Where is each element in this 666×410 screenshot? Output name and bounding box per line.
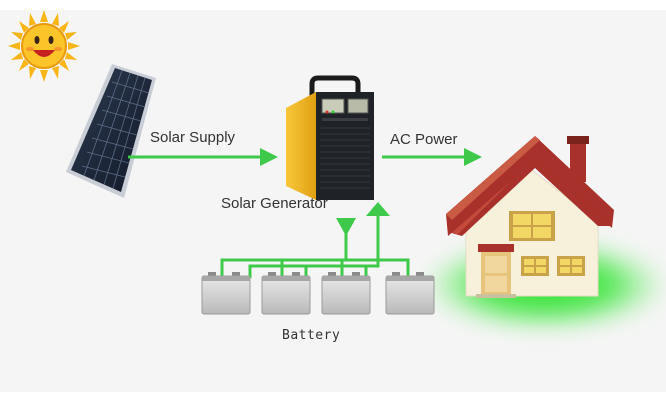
upper-window [509,211,555,241]
sun-icon [8,10,80,82]
solar-generator-icon [286,75,374,200]
battery-icon [201,272,251,315]
battery-wiring [220,214,410,278]
solar-panel-icon [66,64,156,198]
lower-window-left [521,256,549,276]
solar-supply-label: Solar Supply [150,129,236,146]
lower-window-right [557,256,585,276]
up-arrow [366,202,390,216]
battery-label: Battery [282,328,341,343]
bottom-border [0,392,666,410]
door [476,244,516,298]
battery-icon [261,272,311,315]
ac-power-arrow [382,148,482,166]
solar-supply-arrow [128,148,278,166]
house-icon [446,136,614,298]
solar-generator-label: Solar Generator [221,195,328,212]
top-border [0,0,666,10]
battery-icon [385,272,435,315]
down-arrow [336,218,356,236]
battery-icon [321,272,371,315]
ac-power-label: AC Power [390,131,458,148]
